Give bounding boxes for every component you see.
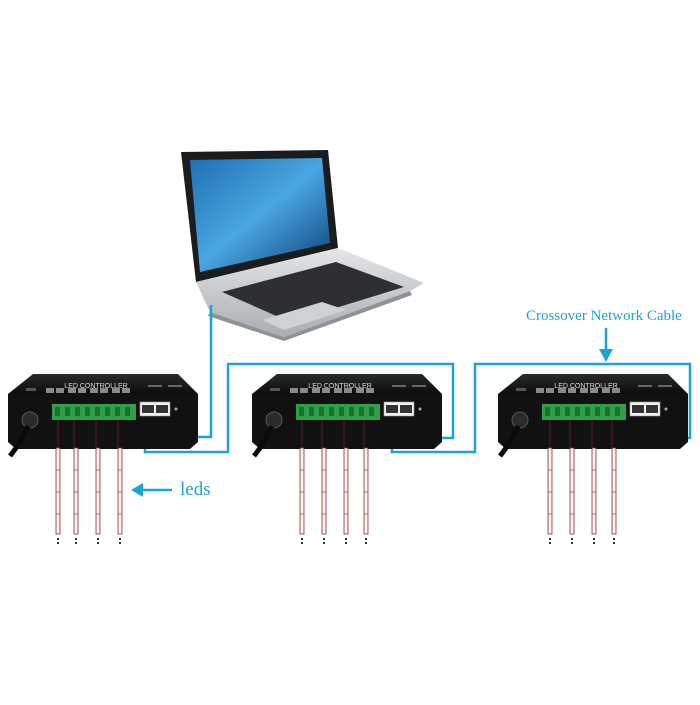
led-strip [591, 447, 597, 545]
led-strip [55, 447, 61, 545]
led-strip [611, 447, 617, 545]
leds-arrow [131, 483, 172, 497]
controller-title: LED CONTROLLER [554, 383, 617, 390]
led-strip [95, 447, 101, 545]
led-strip [321, 447, 327, 545]
laptop [181, 150, 424, 341]
laptop-trackpad [262, 302, 346, 330]
led-controller-3: LED CONTROLLER [498, 374, 688, 456]
controller-title: LED CONTROLLER [64, 383, 127, 390]
led-strip [117, 447, 123, 545]
led-strip [73, 447, 79, 545]
cable-arrow [599, 328, 613, 362]
led-controller-2: LED CONTROLLER [252, 374, 442, 456]
laptop-keyboard [222, 262, 404, 322]
led-strip [363, 447, 369, 545]
led-strip [343, 447, 349, 545]
led-strip [569, 447, 575, 545]
strip-wires [57, 420, 613, 448]
led-strips-group-1 [55, 447, 123, 545]
led-strips-group-3 [547, 447, 617, 545]
leds-label: leds [180, 479, 211, 500]
laptop-screen [190, 158, 330, 272]
led-strip [547, 447, 553, 545]
led-strips-group-2 [299, 447, 369, 545]
cable-label: Crossover Network Cable [526, 308, 682, 324]
controller-title: LED CONTROLLER [308, 383, 371, 390]
led-strip [299, 447, 305, 545]
led-controller-1: LED CONTROLLER [8, 374, 198, 456]
